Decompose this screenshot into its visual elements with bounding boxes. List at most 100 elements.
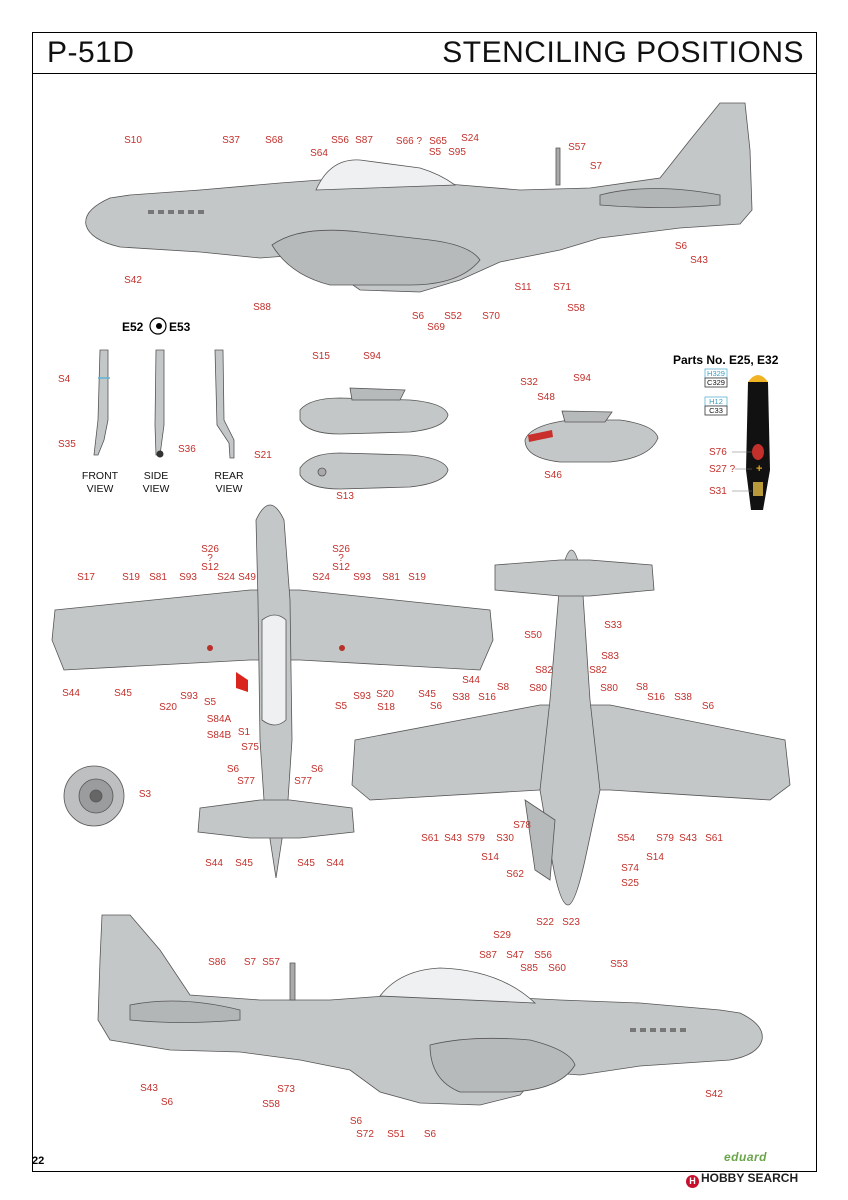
- stencil-callout: S24: [312, 572, 330, 583]
- stencil-callout: S84A: [207, 714, 232, 725]
- stencil-callout: S70: [482, 311, 500, 322]
- antenna-mast-right: [289, 962, 296, 1001]
- stencil-callout: S5: [429, 147, 442, 158]
- stencil-callout: S19: [408, 572, 426, 583]
- stencil-callout: S87: [479, 950, 497, 961]
- right-profile-view: [97, 914, 763, 1106]
- stencil-callout: S58: [262, 1099, 280, 1110]
- stencil-callout: S71: [553, 282, 571, 293]
- stencil-callout: S45: [297, 858, 315, 869]
- stencil-callout: S53: [610, 959, 628, 970]
- stencil-callout: S43: [444, 833, 462, 844]
- gear-side: [154, 349, 165, 456]
- stencil-callout: S58: [567, 303, 585, 314]
- stencil-callout: S20: [159, 702, 177, 713]
- stencil-callout: S47: [506, 950, 524, 961]
- stencil-callout: S61: [421, 833, 439, 844]
- stencil-callout: S44: [326, 858, 344, 869]
- stencil-callout: S93: [353, 572, 371, 583]
- view-caption: VIEW: [87, 483, 114, 495]
- stencil-callout: S88: [253, 302, 271, 313]
- stencil-callout: S68: [265, 135, 283, 146]
- stencil-callout: S83: [601, 651, 619, 662]
- stencil-callout: S13: [336, 491, 354, 502]
- gear-labels: S4 S35 S36 S21: [58, 374, 272, 461]
- stencil-callout: S1: [238, 727, 251, 738]
- stencil-callout: ?: [338, 553, 344, 564]
- page-heading: STENCILING POSITIONS: [442, 36, 804, 69]
- stencil-callout: S14: [481, 852, 499, 863]
- stencil-callout: S5: [204, 697, 217, 708]
- landing-gear-legs: [93, 349, 235, 459]
- canopy-top: [261, 614, 287, 726]
- stencil-callout: S50: [524, 630, 542, 641]
- stencil-callout: S25: [621, 878, 639, 889]
- stencil-callout: S6: [702, 701, 715, 712]
- stencil-callout: S37: [222, 135, 240, 146]
- antenna-mast: [555, 147, 561, 186]
- hobby-search-icon: H: [686, 1175, 699, 1188]
- stencil-callout: S32: [520, 377, 538, 388]
- color-code: C329: [707, 378, 725, 387]
- stencil-callout: S30: [496, 833, 514, 844]
- stencil-callout: S81: [382, 572, 400, 583]
- stencil-callout: S24: [217, 572, 235, 583]
- top-view: [51, 504, 494, 879]
- stencil-callout: S93: [353, 691, 371, 702]
- stencil-callout: S87: [355, 135, 373, 146]
- watermark-text: HOBBY SEARCH: [701, 1171, 799, 1185]
- stencil-callout: S94: [573, 373, 591, 384]
- stencil-callout: S14: [646, 852, 664, 863]
- tailplane-bottom: [494, 559, 655, 597]
- stencil-callout: S8: [636, 682, 649, 693]
- gear-side-wheel-hub: [156, 450, 164, 458]
- stencil-callout: S10: [124, 135, 142, 146]
- stencil-callout: S46: [544, 470, 562, 481]
- stencil-callout: S56: [534, 950, 552, 961]
- gear-rear: [214, 349, 235, 459]
- stencil-callout: S93: [180, 691, 198, 702]
- left-profile-view: [85, 102, 753, 293]
- gear-label: S35: [58, 439, 76, 450]
- stencil-callout: S80: [600, 683, 618, 694]
- stencil-callout: S65: [429, 136, 447, 147]
- bottom-view: [351, 549, 791, 906]
- fuselage-side-bottom: [97, 914, 763, 1106]
- color-chip: [704, 405, 728, 416]
- stencil-callout: S44: [62, 688, 80, 699]
- stencil-callout: S82: [535, 665, 553, 676]
- stencil-callout: S48: [537, 392, 555, 403]
- stencil-callout: S45: [114, 688, 132, 699]
- stencil-callout: S57: [568, 142, 586, 153]
- exhaust-stacks-right: [630, 1028, 686, 1032]
- stencil-callout: S52: [444, 311, 462, 322]
- prop-stripe-mark: +: [756, 463, 762, 475]
- drop-tank-long-bottom: [299, 452, 449, 490]
- main-wheel: [63, 765, 125, 827]
- stencil-callout: S6: [161, 1097, 174, 1108]
- stencil-callout: S6: [424, 1129, 437, 1140]
- stencil-callout: S29: [493, 930, 511, 941]
- stencil-callout: S64: [310, 148, 328, 159]
- prop-label: S31: [709, 486, 727, 497]
- gear-label: S36: [178, 444, 196, 455]
- stencil-callout: S22: [536, 917, 554, 928]
- eduard-logo: eduard: [724, 1150, 768, 1164]
- stencil-callout: S78: [513, 820, 531, 831]
- stencil-callout: S12: [332, 562, 350, 573]
- stencil-callout: S77: [294, 776, 312, 787]
- stencil-callout: S33: [604, 620, 622, 631]
- stencil-callout: S6: [675, 241, 688, 252]
- stencil-callout: S57: [262, 957, 280, 968]
- wing-walk-marking: [236, 672, 248, 692]
- stencil-callout: S93: [179, 572, 197, 583]
- stencil-callout: S16: [478, 692, 496, 703]
- stencil-callout: S6: [227, 764, 240, 775]
- scoop-bottom: [524, 799, 556, 881]
- stencil-callout: S94: [363, 351, 381, 362]
- gear-title-left: E52: [122, 320, 144, 334]
- stencil-callout: S8: [497, 682, 510, 693]
- stencil-callout: S20: [376, 689, 394, 700]
